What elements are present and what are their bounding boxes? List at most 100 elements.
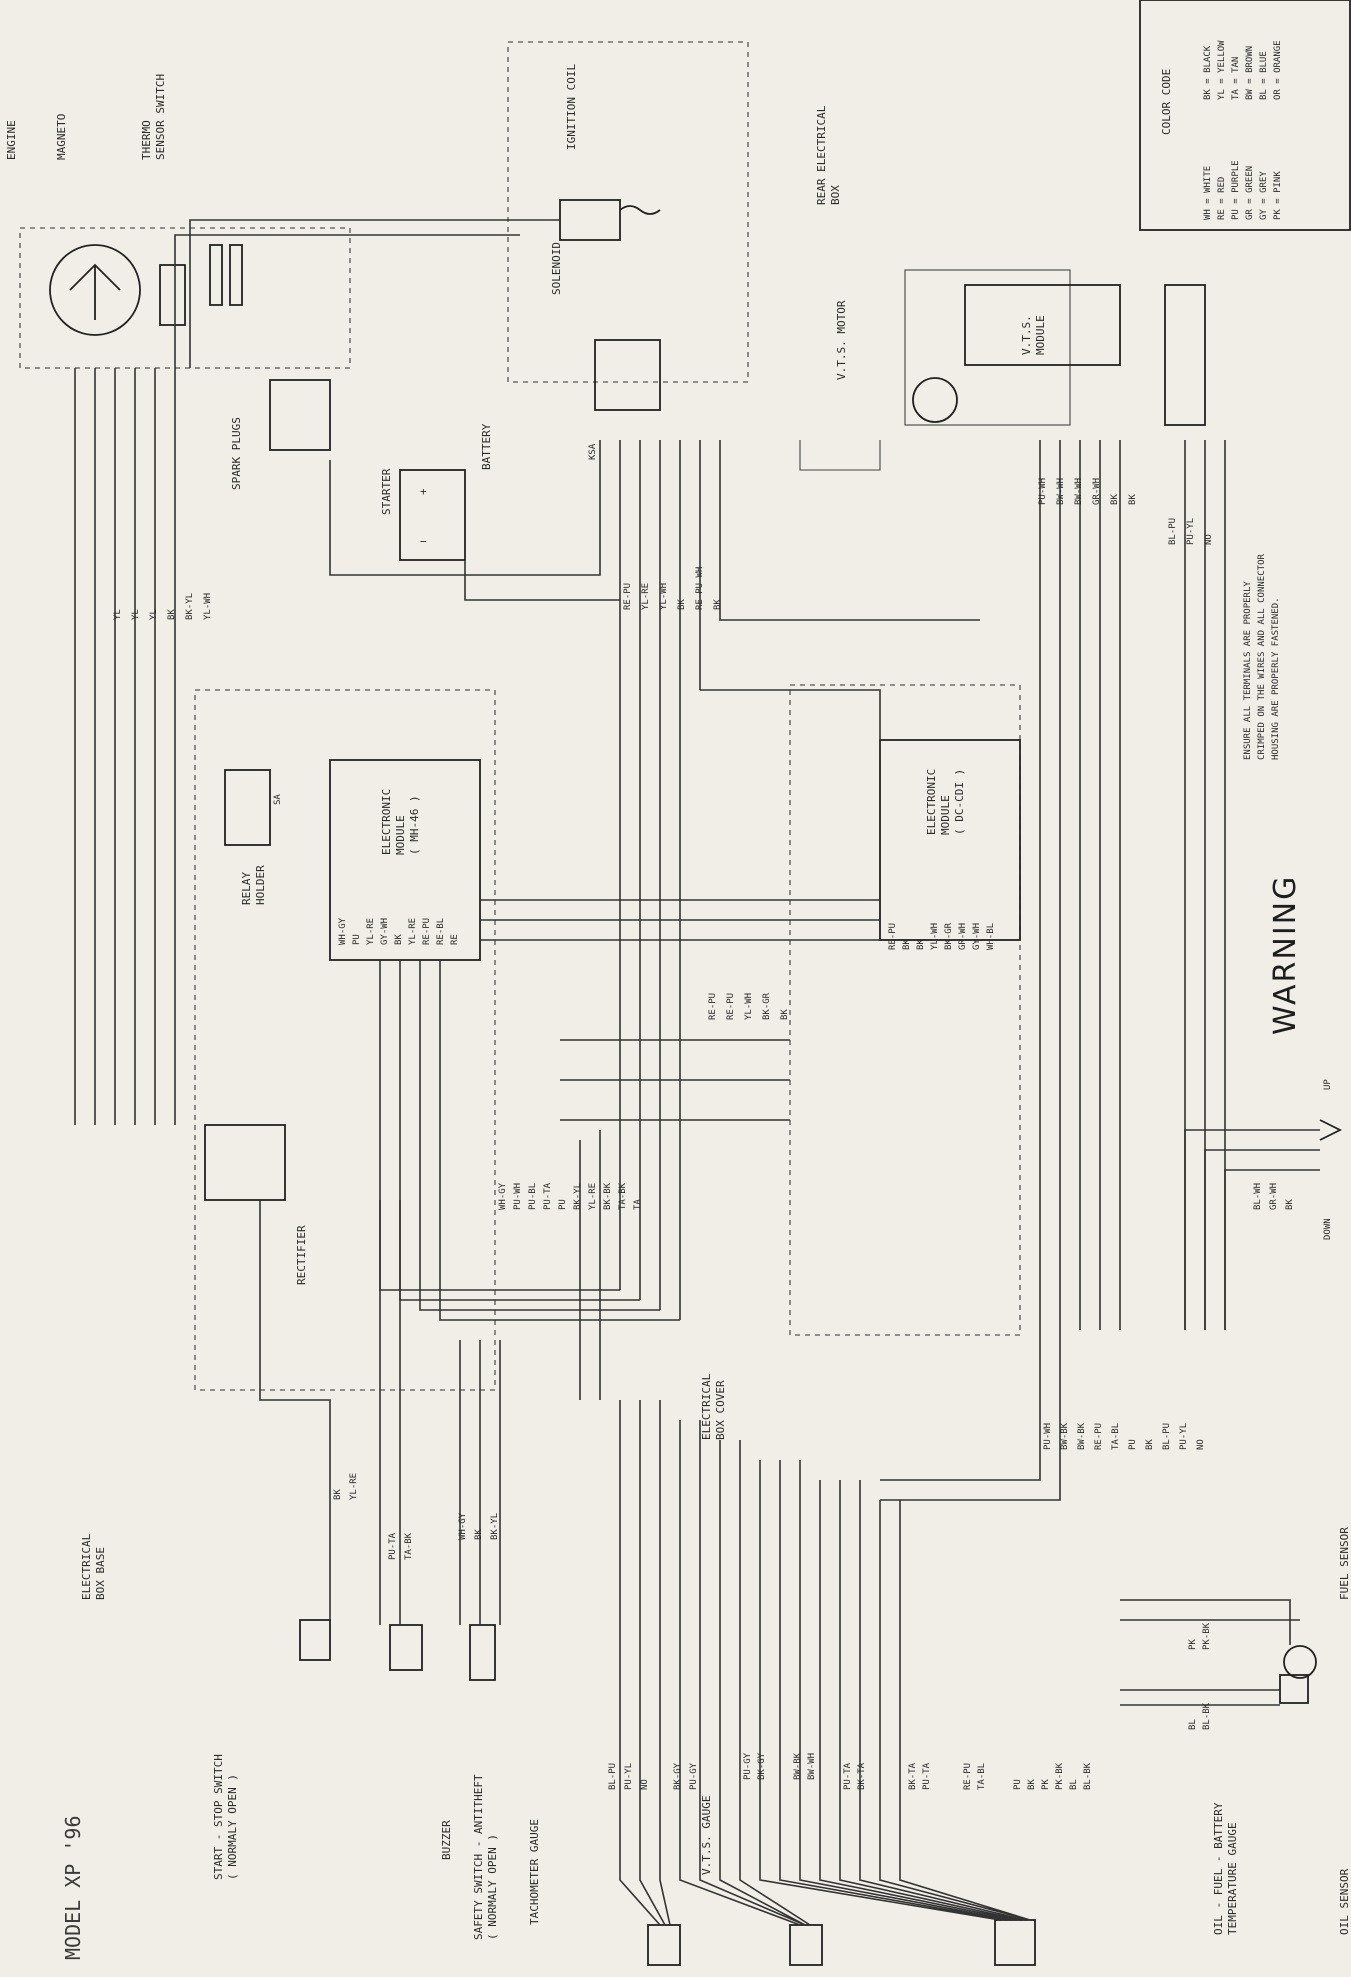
wire-label: GR-WH <box>1092 478 1102 505</box>
spark-plugs-label: SPARK PLUGS <box>230 417 243 490</box>
wire-label: PU-TA <box>388 1532 398 1560</box>
start-stop-switch-symbol <box>299 1619 331 1661</box>
sa-label: SA <box>273 794 283 805</box>
safety-switch-symbol <box>469 1624 496 1681</box>
color-code-entry: PK = PINK <box>1273 171 1283 220</box>
wire-label: RE-BL <box>436 918 446 945</box>
wire-label: TA-BL <box>977 1763 987 1790</box>
wire-label: RE-PU <box>708 993 718 1020</box>
thermo-sensor-label: THERMO <box>140 120 153 160</box>
wire-label: YL-WH <box>203 593 213 620</box>
rear-electrical-box <box>507 41 749 383</box>
module-mh46-label: ( MH-46 ) <box>408 795 421 855</box>
start-stop-label: ( NORMALY OPEN ) <box>226 1774 239 1880</box>
wire-label: BL-BK <box>1083 1762 1093 1790</box>
tach-gauge-plug <box>647 1924 681 1966</box>
wire-label: PU-WH <box>1043 1423 1053 1450</box>
wire-label: BK <box>394 934 404 945</box>
wire-label: BK-GY <box>757 1752 767 1780</box>
vts-gauge-label: V.T.S. GAUGE <box>700 1796 713 1875</box>
wire-label: YL <box>149 609 159 620</box>
magneto-windings <box>69 263 121 320</box>
wire-label: RE-PU <box>422 918 432 945</box>
electrical-box-base <box>194 689 496 1391</box>
module-dccdi-box <box>879 739 1021 941</box>
wire-label: BK-YL <box>573 1183 583 1210</box>
wire-label: BK <box>1027 1779 1037 1790</box>
wire-label: WH-GY <box>338 917 348 945</box>
oil-gauge-label: TEMPERATURE GAUGE <box>1226 1822 1239 1935</box>
spark-plug-2 <box>229 244 243 306</box>
relay-holder-symbol <box>224 769 271 846</box>
wire-label: PU-TA <box>843 1762 853 1790</box>
wire-label: BW-WH <box>1056 478 1066 505</box>
wire-label: PU-GY <box>689 1762 699 1790</box>
wire-label: BK-GR <box>762 992 772 1020</box>
color-code-entry: PU = PURPLE <box>1231 160 1241 220</box>
wire-label: RE <box>450 934 460 945</box>
wire-label: BL-PU <box>608 1763 618 1790</box>
wire-label: WH-BL <box>986 923 996 950</box>
wire-label: BK <box>780 1009 790 1020</box>
module-dccdi-label: ELECTRONIC <box>925 769 938 835</box>
vts-motor-symbol <box>912 377 958 423</box>
wire-label: PK-BK <box>1202 1622 1212 1650</box>
wire-label: GY-WH <box>380 918 390 945</box>
wire-label: BK-TA <box>857 1762 867 1790</box>
wire-label: TA-BK <box>618 1182 628 1210</box>
color-code-entry: OR = ORANGE <box>1273 40 1283 100</box>
wire-label: RE-PU <box>1094 1423 1104 1450</box>
wire-label: YL-WH <box>744 993 754 1020</box>
color-code-entry: TA = TAN <box>1231 57 1241 100</box>
color-code-entry: RE = RED <box>1217 177 1227 220</box>
color-code-heading: COLOR CODE <box>1160 69 1173 135</box>
vts-module-symbol <box>964 284 1121 366</box>
wire-label: WH-GY <box>458 1512 468 1540</box>
oil-sensor-label: OIL SENSOR <box>1338 1868 1351 1935</box>
wire-label: BK <box>474 1529 484 1540</box>
wire-label: BW-BK <box>1077 1422 1087 1450</box>
module-mh46-box <box>329 759 481 961</box>
ignition-coil-symbol <box>559 199 621 241</box>
vts-motor-label: V.T.S. MOTOR <box>835 300 848 380</box>
solenoid-label: SOLENOID <box>550 242 563 295</box>
wire-label: GR-WH <box>958 923 968 950</box>
wire-label: YL <box>113 609 123 620</box>
box-base-label: ELECTRICAL <box>80 1533 93 1600</box>
buzzer-label: BUZZER <box>440 1820 453 1860</box>
wire-label: BW-BK <box>793 1752 803 1780</box>
wire-label: TA <box>633 1199 643 1210</box>
wire-label: PU <box>1013 1779 1023 1790</box>
color-code-entry: GR = GREEN <box>1245 166 1255 220</box>
wire-label: YL-RE <box>349 1473 359 1500</box>
wire-label: BK-GR <box>944 922 954 950</box>
wire-label: PK <box>1188 1639 1198 1650</box>
wire-label: BK <box>1285 1199 1295 1210</box>
vts-module-label: V.T.S. <box>1020 315 1033 355</box>
wire-label: BK <box>167 609 177 620</box>
wire-label: BK <box>713 599 723 610</box>
rear-box-label: REAR ELECTRICAL <box>815 105 828 205</box>
wire-label: GY-WH <box>972 923 982 950</box>
wire-label: BW-WH <box>807 1753 817 1780</box>
wire-label: BL <box>1069 1779 1079 1790</box>
module-dccdi-label: ( DC-CDI ) <box>953 769 966 835</box>
wire-label: BW-WH <box>1074 478 1084 505</box>
wire-label: PU-TA <box>922 1762 932 1790</box>
wire-label: PU-WH <box>1038 478 1048 505</box>
warning-text: HOUSING ARE PROPERLY FASTENED. <box>1271 597 1281 760</box>
wire-label: NO <box>1196 1439 1206 1450</box>
wire-label: YL-RE <box>641 583 651 610</box>
box-cover-label: ELECTRICAL <box>700 1373 713 1440</box>
safety-switch-label: SAFETY SWITCH - ANTITHEFT <box>472 1774 485 1940</box>
rectifier-symbol <box>204 1124 286 1201</box>
wire-label: PU-YL <box>1186 518 1196 545</box>
thermo-sensor-switch <box>159 264 186 326</box>
svg-text:+: + <box>420 485 427 498</box>
magneto-symbol <box>49 244 141 336</box>
wire-label: RE-PU <box>888 923 898 950</box>
magneto-label: MAGNETO <box>55 114 68 160</box>
wire-label: NO <box>640 1779 650 1790</box>
wire-label: YL-RE <box>408 918 418 945</box>
